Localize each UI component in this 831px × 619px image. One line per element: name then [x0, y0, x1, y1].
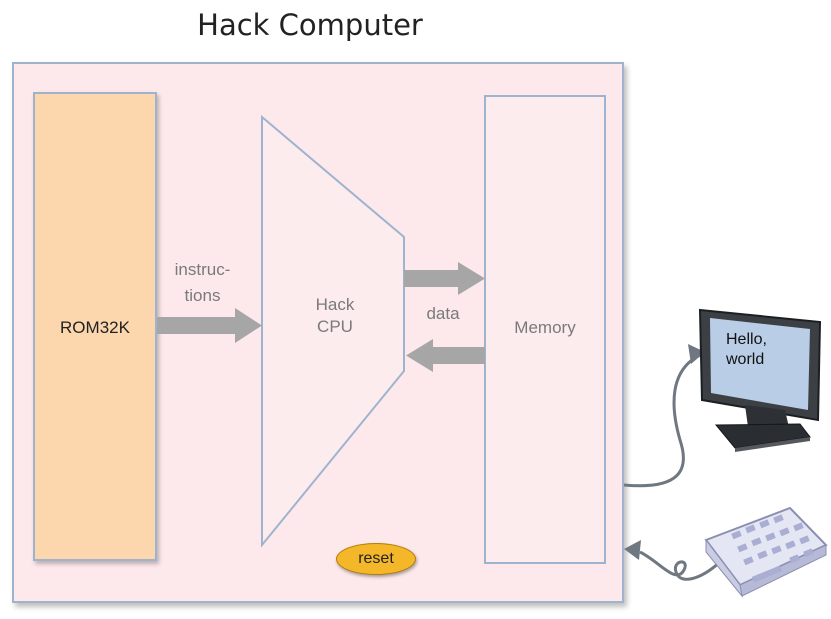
data-label: data [426, 304, 460, 323]
monitor-cable [623, 353, 701, 488]
monitor-text-line1: Hello, [726, 331, 767, 348]
memory-label: Memory [514, 318, 576, 337]
monitor-cable-arrowhead [688, 344, 705, 364]
instructions-arrow [157, 308, 262, 343]
cpu-label-line2: CPU [317, 317, 353, 336]
cpu-label-line1: Hack [315, 295, 355, 314]
keyboard-cable [639, 550, 722, 581]
keyboard-cable-arrowhead [624, 540, 641, 560]
rom32k-label: ROM32K [60, 318, 130, 337]
monitor-text-line2: world [726, 351, 765, 368]
keyboard-icon [704, 506, 828, 598]
reset-button[interactable]: reset [336, 543, 416, 575]
monitor-screen-text: Hello, world [726, 330, 796, 370]
data-arrow-to-memory [404, 262, 485, 295]
memory-block [484, 95, 606, 564]
cpu-trapezoid [261, 114, 405, 548]
instructions-label: instruc- tions [160, 257, 245, 309]
cpu-label: Hack CPU [290, 294, 380, 338]
monitor-icon [698, 308, 822, 452]
data-arrow-to-cpu [406, 339, 485, 372]
rom32k-block [33, 92, 157, 561]
diagram-title: Hack Computer [197, 8, 423, 42]
instructions-label-line2: tions [184, 286, 221, 305]
instructions-label-line1: instruc- [174, 260, 231, 279]
